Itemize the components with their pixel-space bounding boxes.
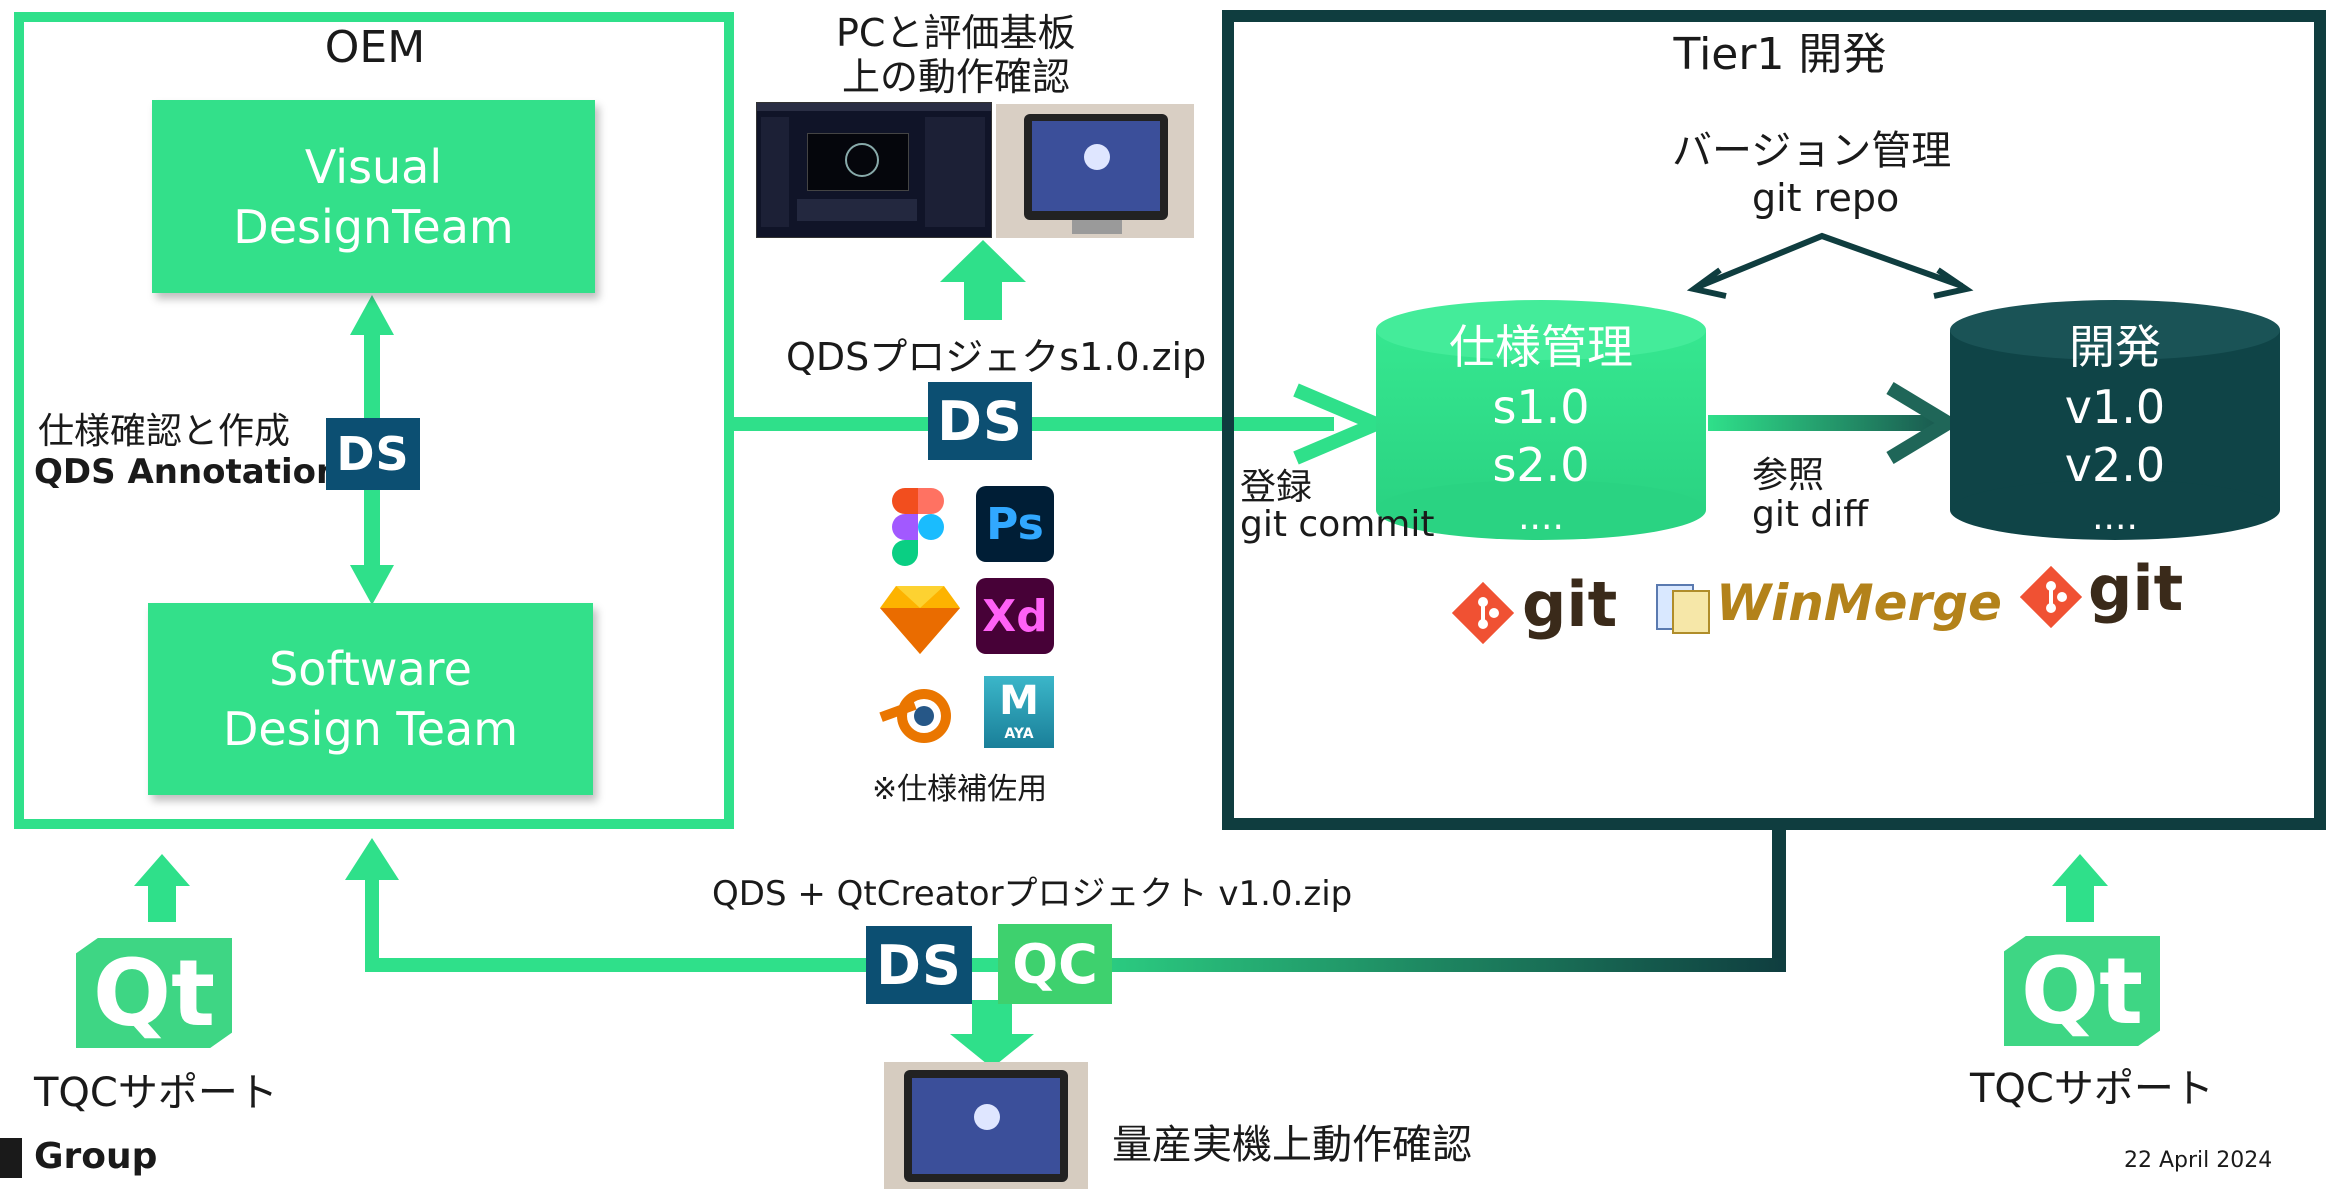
git-logo-icon-dev — [2020, 566, 2082, 628]
maya-sub: AYA — [1004, 726, 1034, 742]
footer-date: 22 April 2024 — [2124, 1148, 2273, 1173]
dev-database-cylinder — [1950, 300, 2280, 540]
maya-icon: M AYA — [984, 676, 1054, 748]
sketch-icon — [880, 582, 960, 654]
maya-letter: M — [999, 678, 1039, 724]
tqc-support-right: TQCサポート — [1970, 1066, 2214, 1112]
qds-annotations-label: QDS Annotations — [34, 452, 361, 492]
spec-db-s1: s1.0 — [1492, 380, 1590, 434]
git-diff-label: git diff — [1752, 494, 1869, 535]
tier1-title: Tier1 開発 — [1673, 29, 1887, 80]
winmerge-wordmark: WinMerge — [1716, 574, 2002, 632]
qc-logo-bottom: QC — [998, 924, 1112, 1004]
qds-desktop-screenshot — [756, 102, 992, 238]
spec-check-label: 仕様確認と作成 — [38, 411, 291, 452]
preview-title-line1: PCと評価基板 — [836, 11, 1076, 55]
spec-db-title: 仕様管理 — [1449, 320, 1633, 374]
ds-logo-project: DS — [928, 382, 1032, 460]
blender-icon — [874, 678, 960, 748]
spec-db-more: .... — [1518, 497, 1564, 538]
reference-label: 参照 — [1752, 455, 1825, 496]
oem-container — [14, 12, 734, 829]
dev-db-v2: v2.0 — [2064, 438, 2166, 492]
evaluation-board-photo — [996, 104, 1194, 238]
footer-group: Group — [34, 1136, 158, 1177]
spec-db-s2: s2.0 — [1492, 438, 1590, 492]
figma-icon — [892, 488, 944, 566]
git-logo-icon — [1452, 582, 1514, 644]
tqc-left-up-arrow — [134, 854, 190, 922]
oem-title: OEM — [324, 22, 426, 73]
version-mgmt-label: バージョン管理 — [1672, 128, 1952, 174]
register-label: 登録 — [1240, 467, 1313, 508]
version-mgmt-arrow — [1686, 232, 1974, 299]
tools-note: ※仕様補佐用 — [872, 772, 1048, 807]
software-design-team-box: Software Design Team — [148, 603, 593, 795]
tqc-support-left: TQCサポート — [34, 1070, 278, 1116]
winmerge-icon — [1656, 580, 1712, 634]
git-wordmark-dev: git — [2088, 552, 2184, 625]
mass-production-device-photo — [884, 1062, 1088, 1189]
photoshop-icon: Ps — [976, 486, 1054, 562]
reference-arrow — [1708, 382, 1962, 464]
qt-logo-right: Qt — [2004, 936, 2160, 1046]
dev-db-v1: v1.0 — [2064, 380, 2166, 434]
combined-project-label: QDS + QtCreatorプロジェクト v1.0.zip — [712, 874, 1353, 914]
mass-production-label: 量産実機上動作確認 — [1112, 1122, 1472, 1168]
git-wordmark-spec: git — [1522, 568, 1618, 641]
dev-db-title: 開発 — [2069, 320, 2161, 374]
qt-logo-left: Qt — [76, 938, 232, 1048]
tqc-right-up-arrow — [2052, 854, 2108, 922]
preview-title-line2: 上の動作確認 — [842, 55, 1071, 99]
mass-production-down-arrow — [950, 1000, 1034, 1068]
ds-logo-annotations: DS — [326, 418, 420, 490]
tier1-container — [1222, 10, 2326, 830]
xd-icon: Xd — [976, 578, 1054, 654]
visual-design-team-box: Visual DesignTeam — [152, 100, 595, 293]
preview-up-arrow — [940, 240, 1026, 320]
qds-project-label: QDSプロジェクs1.0.zip — [786, 335, 1207, 379]
dev-db-more: .... — [2092, 497, 2138, 538]
git-commit-label: git commit — [1240, 504, 1435, 545]
qt-group-logo-fragment — [0, 1138, 22, 1178]
spec-database-cylinder — [1376, 300, 1706, 540]
ds-logo-bottom: DS — [866, 926, 972, 1004]
git-repo-label: git repo — [1752, 176, 1900, 220]
